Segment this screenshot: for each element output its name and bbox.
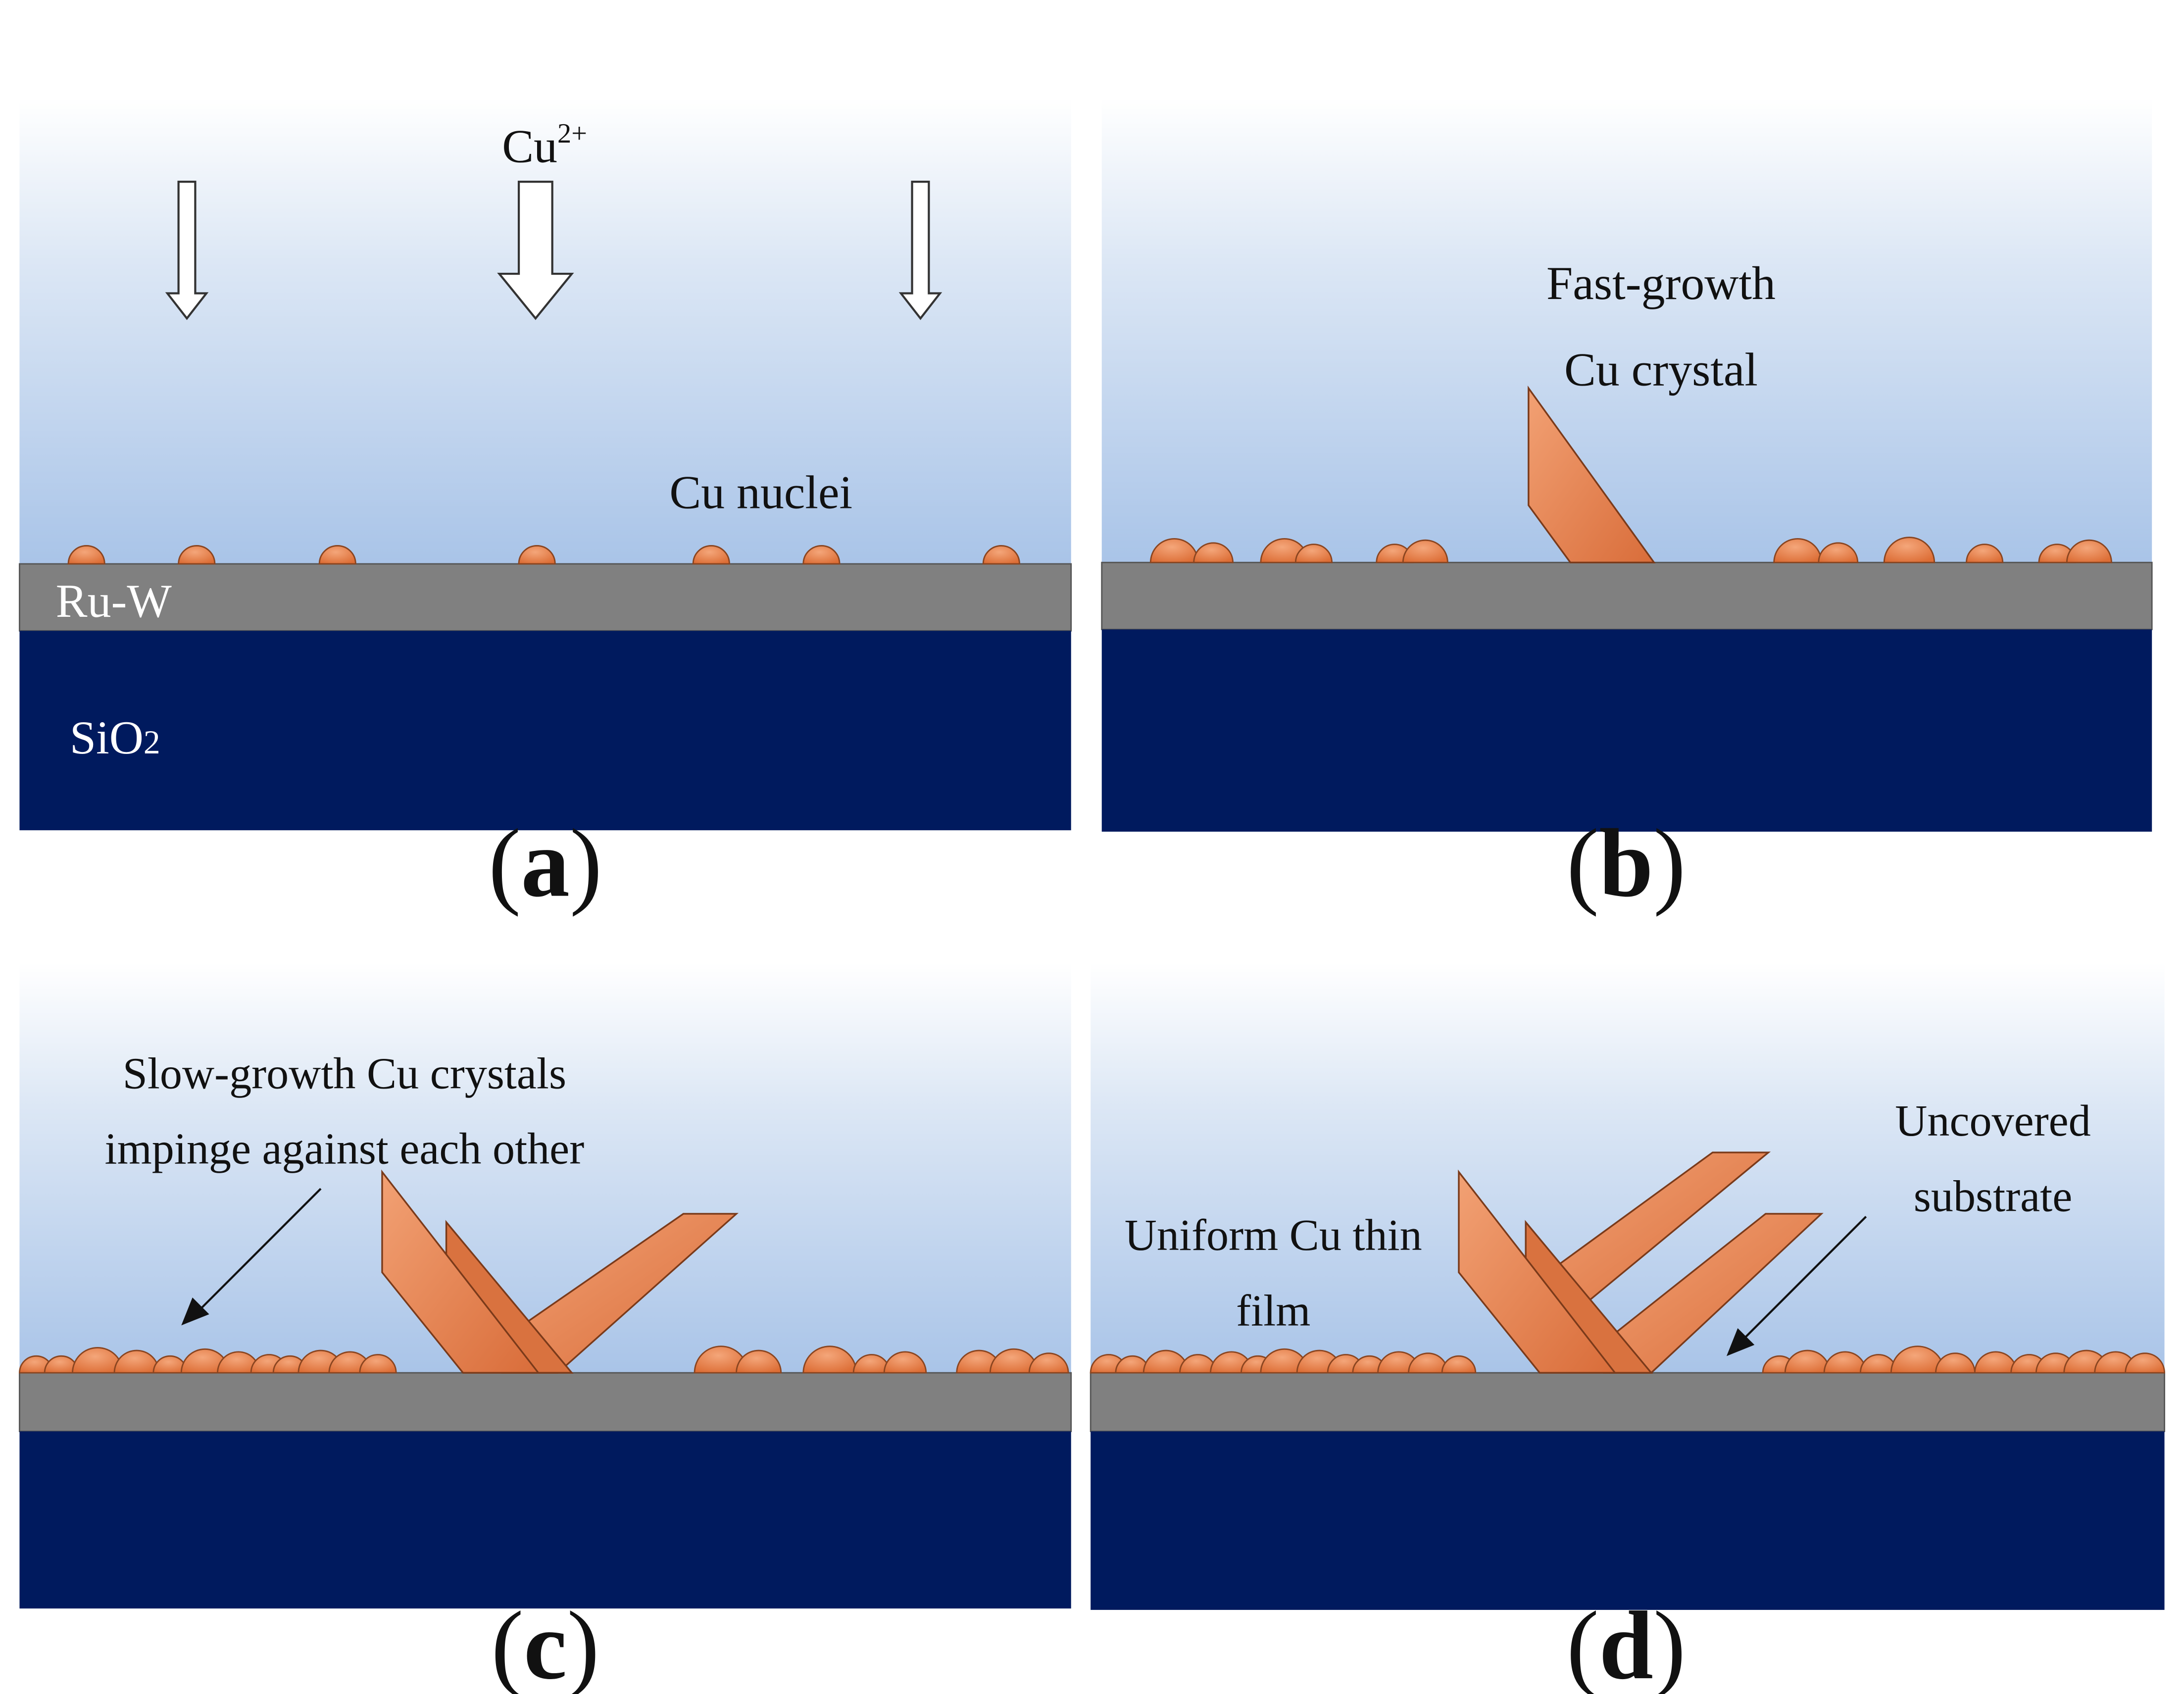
ru-w-layer [1101, 561, 2153, 630]
caption-d: (d) [1567, 1591, 1686, 1694]
cu-nucleus [178, 545, 216, 565]
caption-c: (c) [491, 1591, 599, 1694]
cu-grain [2125, 1352, 2165, 1374]
cu-grain [1193, 542, 1234, 563]
down-arrow-icon [898, 181, 943, 320]
cu-grain [1966, 544, 2004, 563]
fast-growth-crystal [1528, 385, 1656, 563]
annotation-line2: impinge against each other [105, 1124, 585, 1174]
film-label-line1: Uniform Cu thin [1125, 1210, 1422, 1260]
uncovered-label-line1: Uncovered [1895, 1096, 2090, 1146]
crystal-label-line1: Fast-growth [1546, 257, 1776, 309]
cu-grain [1402, 539, 1448, 563]
sio2-layer [19, 631, 1071, 831]
ru-w-label: Ru-W [56, 575, 172, 627]
cu-nucleus [318, 545, 356, 565]
solution-region [1101, 98, 2152, 563]
sio2-layer [1091, 1431, 2165, 1610]
film-label-line2: film [1236, 1286, 1310, 1335]
sio2-layer [1101, 629, 2152, 832]
cu-nucleus [692, 545, 730, 565]
solution-region [19, 98, 1071, 564]
cu-nucleus [802, 545, 841, 565]
panel-a: Cu2+ Cu nuclei Ru-W SiO2 (a) [19, 98, 1072, 917]
cu-grains [1090, 1345, 2165, 1374]
nuclei-label: Cu nuclei [669, 466, 852, 518]
cu-nucleus [518, 545, 556, 565]
sio2-label: SiO2 [70, 711, 160, 764]
crystal-slab-front [1458, 1169, 1617, 1374]
caption-b: (b) [1567, 809, 1686, 917]
ru-w-layer [19, 563, 1072, 632]
cu-nucleus [982, 545, 1020, 565]
crystal-label-line2: Cu crystal [1564, 343, 1758, 396]
panel-b: Fast-growth Cu crystal (b) [1101, 98, 2153, 917]
ru-w-layer [1090, 1372, 2165, 1432]
cu-grain [883, 1351, 927, 1374]
arrowhead-icon [181, 1297, 209, 1326]
down-arrow-icon [165, 181, 209, 320]
ru-w-layer [19, 1372, 1072, 1432]
cu-grain [802, 1345, 857, 1374]
annotation-arrow-line [197, 1188, 322, 1312]
cu-grain [1294, 544, 1333, 563]
cu-grain [1028, 1352, 1069, 1374]
sio2-layer [19, 1431, 1071, 1609]
arrowhead-icon [1726, 1328, 1755, 1356]
cu-grains [19, 1345, 1069, 1374]
cu-nucleus [67, 545, 105, 565]
panel-c: Slow-growth Cu crystals impinge against … [19, 962, 1072, 1694]
solution-region [1091, 962, 2165, 1373]
uncovered-label-line2: substrate [1914, 1171, 2072, 1221]
cu-grain [2066, 539, 2112, 563]
cu-grains [1149, 537, 2112, 563]
cu-grain [1935, 1352, 1976, 1374]
cu-grain [1818, 542, 1859, 563]
panel-d: Uniform Cu thin film Uncovered substrate… [1090, 962, 2165, 1694]
cu-nuclei [67, 545, 1020, 565]
cu-grain [736, 1349, 782, 1374]
cu-grain [1883, 537, 1936, 563]
cu-grain [359, 1354, 397, 1374]
ion-label: Cu2+ [502, 118, 587, 172]
down-arrow-icon [497, 181, 574, 320]
caption-a: (a) [489, 809, 602, 917]
annotation-line1: Slow-growth Cu crystals [123, 1048, 566, 1098]
cu-grain [1441, 1355, 1477, 1374]
crystal-slab-front [381, 1169, 540, 1374]
annotation-arrow-line [1742, 1216, 1867, 1341]
